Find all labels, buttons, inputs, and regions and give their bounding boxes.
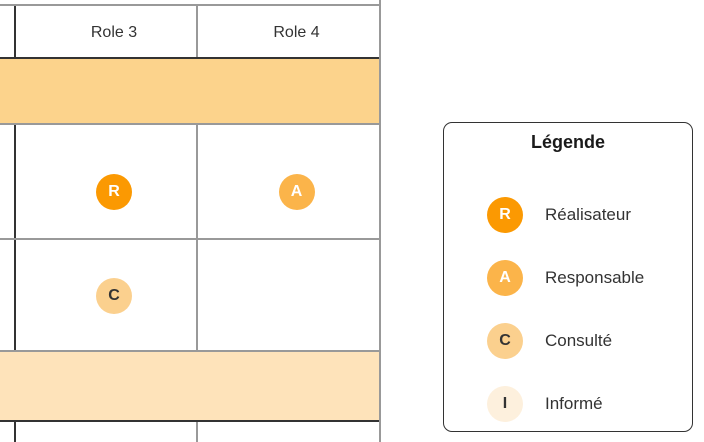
raci-cell-task1-role3: R (16, 125, 198, 238)
legend-badge-i: I (487, 386, 523, 422)
column-header-label: Role 4 (273, 23, 320, 41)
raci-cell-task3-role4 (198, 422, 379, 442)
cropped-column-sliver (0, 6, 16, 57)
legend-panel: Légende R Réalisateur A Responsable C Co… (443, 122, 693, 432)
table-right-border (379, 0, 381, 442)
raci-matrix-table: Role 3 Role 4 R A C (0, 4, 379, 442)
legend-item-label: Réalisateur (545, 205, 631, 224)
task-row-3 (0, 422, 379, 442)
legend-item-consulte: C Consulté (487, 323, 692, 359)
cropped-column-sliver (0, 422, 16, 442)
column-header-role-4: Role 4 (198, 6, 379, 57)
legend-item-realisateur: R Réalisateur (487, 197, 692, 233)
table-header-row: Role 3 Role 4 (0, 4, 379, 57)
column-header-role-3: Role 3 (16, 6, 198, 57)
cropped-column-sliver (0, 125, 16, 238)
raci-cell-task2-role4 (198, 240, 379, 350)
legend-badge-c: C (487, 323, 523, 359)
legend-item-label: Consulté (545, 331, 613, 350)
raci-badge-realisateur: R (96, 173, 132, 210)
legend-item-label: Responsable (545, 268, 645, 287)
cropped-column-sliver (0, 240, 16, 350)
raci-cell-task1-role4: A (198, 125, 379, 238)
task-row-2: C (0, 240, 379, 352)
legend-item-informe: I Informé (487, 386, 692, 422)
legend-item-label: Informé (545, 394, 603, 413)
legend-badge-r: R (487, 197, 523, 233)
raci-cell-task2-role3: C (16, 240, 198, 350)
column-header-label: Role 3 (90, 23, 138, 41)
task-row-1: R A (0, 125, 379, 240)
raci-cell-task3-role3 (16, 422, 198, 442)
legend-badge-a: A (487, 260, 523, 296)
legend-title: Légende (530, 132, 605, 152)
raci-badge-consulte: C (96, 278, 132, 314)
phase-band-2 (0, 352, 379, 422)
raci-badge-responsable: A (278, 173, 315, 210)
phase-band-1 (0, 57, 379, 125)
legend-items: R Réalisateur A Responsable C Consulté I… (487, 197, 692, 422)
legend-item-responsable: A Responsable (487, 260, 692, 296)
